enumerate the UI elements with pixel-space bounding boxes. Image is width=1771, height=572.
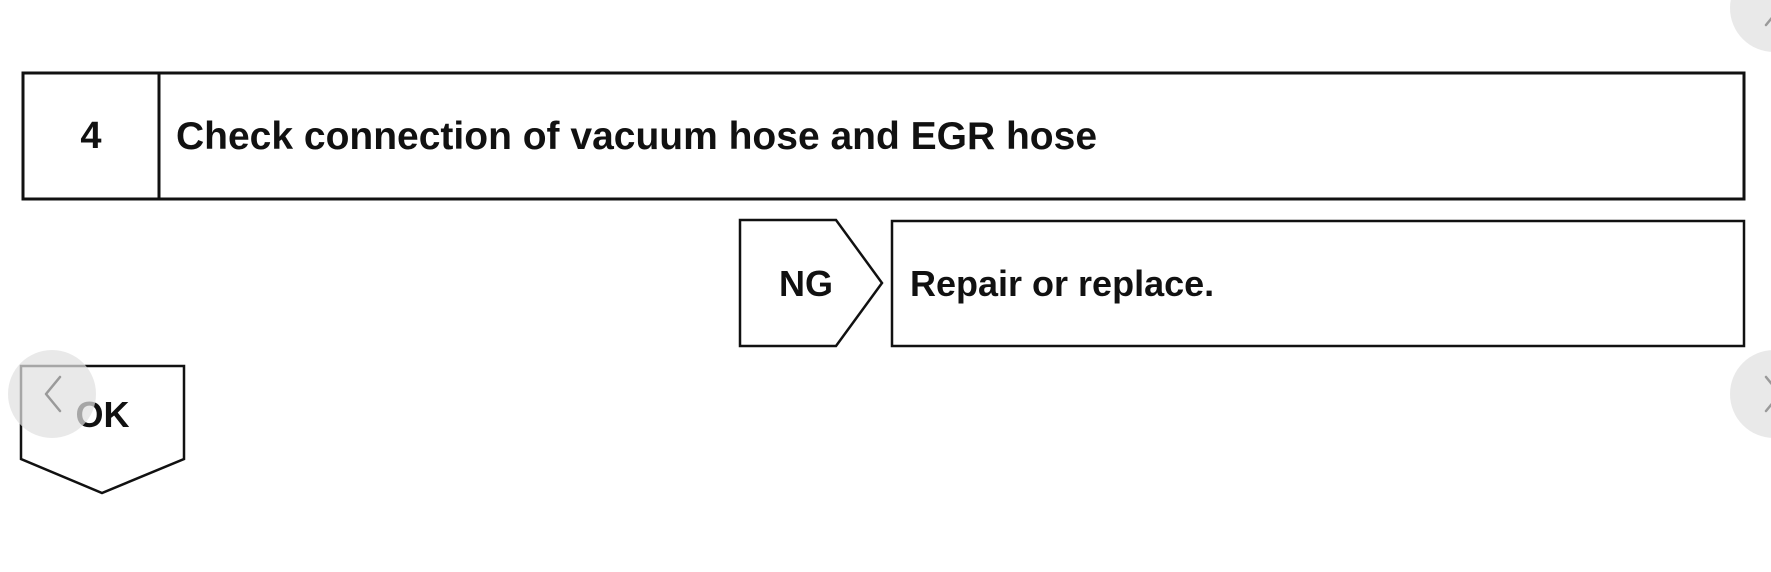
step-title: Check connection of vacuum hose and EGR …	[176, 115, 1098, 158]
ng-action-box	[890, 219, 1746, 348]
ng-label: NG	[779, 263, 833, 304]
ng-arrow-shape	[738, 218, 884, 348]
chevron-right-icon	[1764, 375, 1771, 413]
previous-button[interactable]	[8, 350, 96, 438]
next-button[interactable]	[1730, 350, 1771, 438]
step-box	[21, 71, 1746, 201]
chevron-right-icon	[1764, 16, 1771, 27]
next-button-top[interactable]	[1730, 0, 1771, 52]
ok-arrow-shape	[19, 364, 186, 495]
step-number: 4	[80, 115, 102, 157]
chevron-left-icon	[44, 375, 62, 413]
ng-action-text: Repair or replace.	[910, 263, 1215, 304]
